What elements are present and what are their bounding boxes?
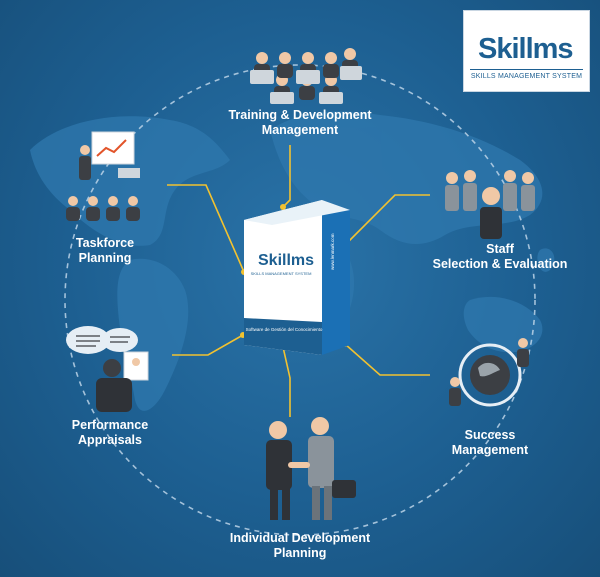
product-box: [244, 200, 350, 355]
logo-card: Skillms SKILLS MANAGEMENT SYSTEM: [463, 10, 590, 92]
staff-illustration: [445, 170, 535, 239]
logo-subtitle: SKILLS MANAGEMENT SYSTEM: [470, 73, 583, 80]
training-team-illustration: [250, 48, 362, 104]
handshake-illustration: [266, 417, 356, 520]
connector-lines: [167, 145, 430, 417]
performance-illustration: [66, 326, 149, 412]
box-subtitle: SKILLS MANAGEMENT SYSTEM: [250, 271, 312, 276]
orbit-circle: [64, 64, 536, 536]
logo-wordmark: Skillms: [478, 33, 574, 65]
box-url: www.lenmark.com: [330, 233, 335, 270]
success-illustration: [449, 338, 529, 407]
taskforce-illustration: [66, 131, 140, 221]
box-tagline: Software de Gestión del Conocimiento: [245, 327, 323, 332]
logo-divider: [470, 69, 583, 70]
box-wordmark: Skillms: [258, 252, 315, 269]
